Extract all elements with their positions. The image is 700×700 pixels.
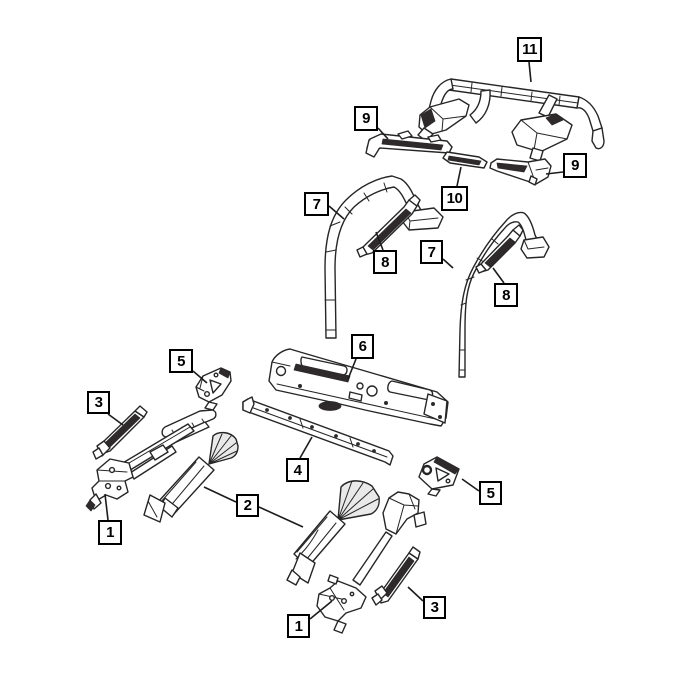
leader-line [456,166,462,187]
door-surround-tube-right [458,211,550,378]
callout-label: 1 [106,524,114,541]
leader-line [492,267,505,284]
callout-3-right[interactable]: 3 [423,596,446,619]
callout-7-left[interactable]: 7 [304,192,329,216]
leader-line [442,258,454,269]
callout-1-right[interactable]: 1 [287,614,310,638]
callout-5-left[interactable]: 5 [169,349,193,373]
leader-line [192,370,208,384]
header-rail-bracket-right [489,158,552,186]
leader-line [528,61,532,83]
leader-line [377,127,389,140]
callout-label: 5 [486,484,495,502]
leader-line [461,478,480,492]
callout-8-right[interactable]: 8 [494,283,518,307]
callout-label: 4 [293,461,302,479]
callout-5-right[interactable]: 5 [479,481,502,505]
sport-bar-assembly [417,78,605,162]
callout-label: 5 [177,352,185,370]
callout-label: 2 [243,497,252,514]
callout-label: 11 [522,41,537,58]
door-surround-tube-left [324,175,444,339]
callout-7-right[interactable]: 7 [420,240,443,264]
callout-4[interactable]: 4 [286,458,309,482]
callout-10[interactable]: 10 [441,186,468,211]
callout-6[interactable]: 6 [351,334,374,359]
gusset-bracket-left [195,367,232,411]
callout-label: 8 [502,286,510,304]
leader-line [347,358,357,380]
callout-label: 3 [430,599,439,616]
side-frame-panel-right [286,480,380,586]
callout-label: 9 [362,110,370,127]
cowl-plenum-panel [268,348,449,427]
callout-8-left[interactable]: 8 [373,250,397,274]
leader-line [309,600,333,620]
surround-side-rail-right [475,224,524,274]
callout-3-left[interactable]: 3 [87,391,110,414]
callout-label: 10 [446,190,463,207]
callout-label: 7 [427,243,436,261]
callout-label: 6 [358,338,367,355]
callout-11[interactable]: 11 [517,37,542,62]
leader-line [104,493,109,521]
leader-line [203,486,237,503]
pillar-assembly-right [316,491,427,634]
callout-1-left[interactable]: 1 [98,520,122,545]
gusset-bracket-right [418,456,460,497]
callout-2[interactable]: 2 [236,494,259,517]
windshield-crossmember [242,396,394,466]
callout-label: 1 [294,617,303,635]
callout-label: 8 [381,253,389,271]
callout-label: 3 [94,394,103,411]
callout-9-right[interactable]: 9 [563,153,587,178]
leader-line [258,506,304,528]
leader-line [328,205,345,220]
leader-line [107,413,124,426]
callout-label: 9 [571,157,579,174]
leader-line [299,436,313,459]
callout-9-left[interactable]: 9 [354,106,378,131]
leader-line [545,171,564,175]
callout-label: 7 [312,195,321,213]
sill-reinforcement-left [92,405,148,460]
side-frame-panel-left [143,431,239,523]
leader-line [375,231,384,251]
header-center-rail [442,151,488,169]
pillar-assembly-left [85,409,217,512]
sill-reinforcement-right [371,546,421,606]
leader-line [407,586,424,602]
